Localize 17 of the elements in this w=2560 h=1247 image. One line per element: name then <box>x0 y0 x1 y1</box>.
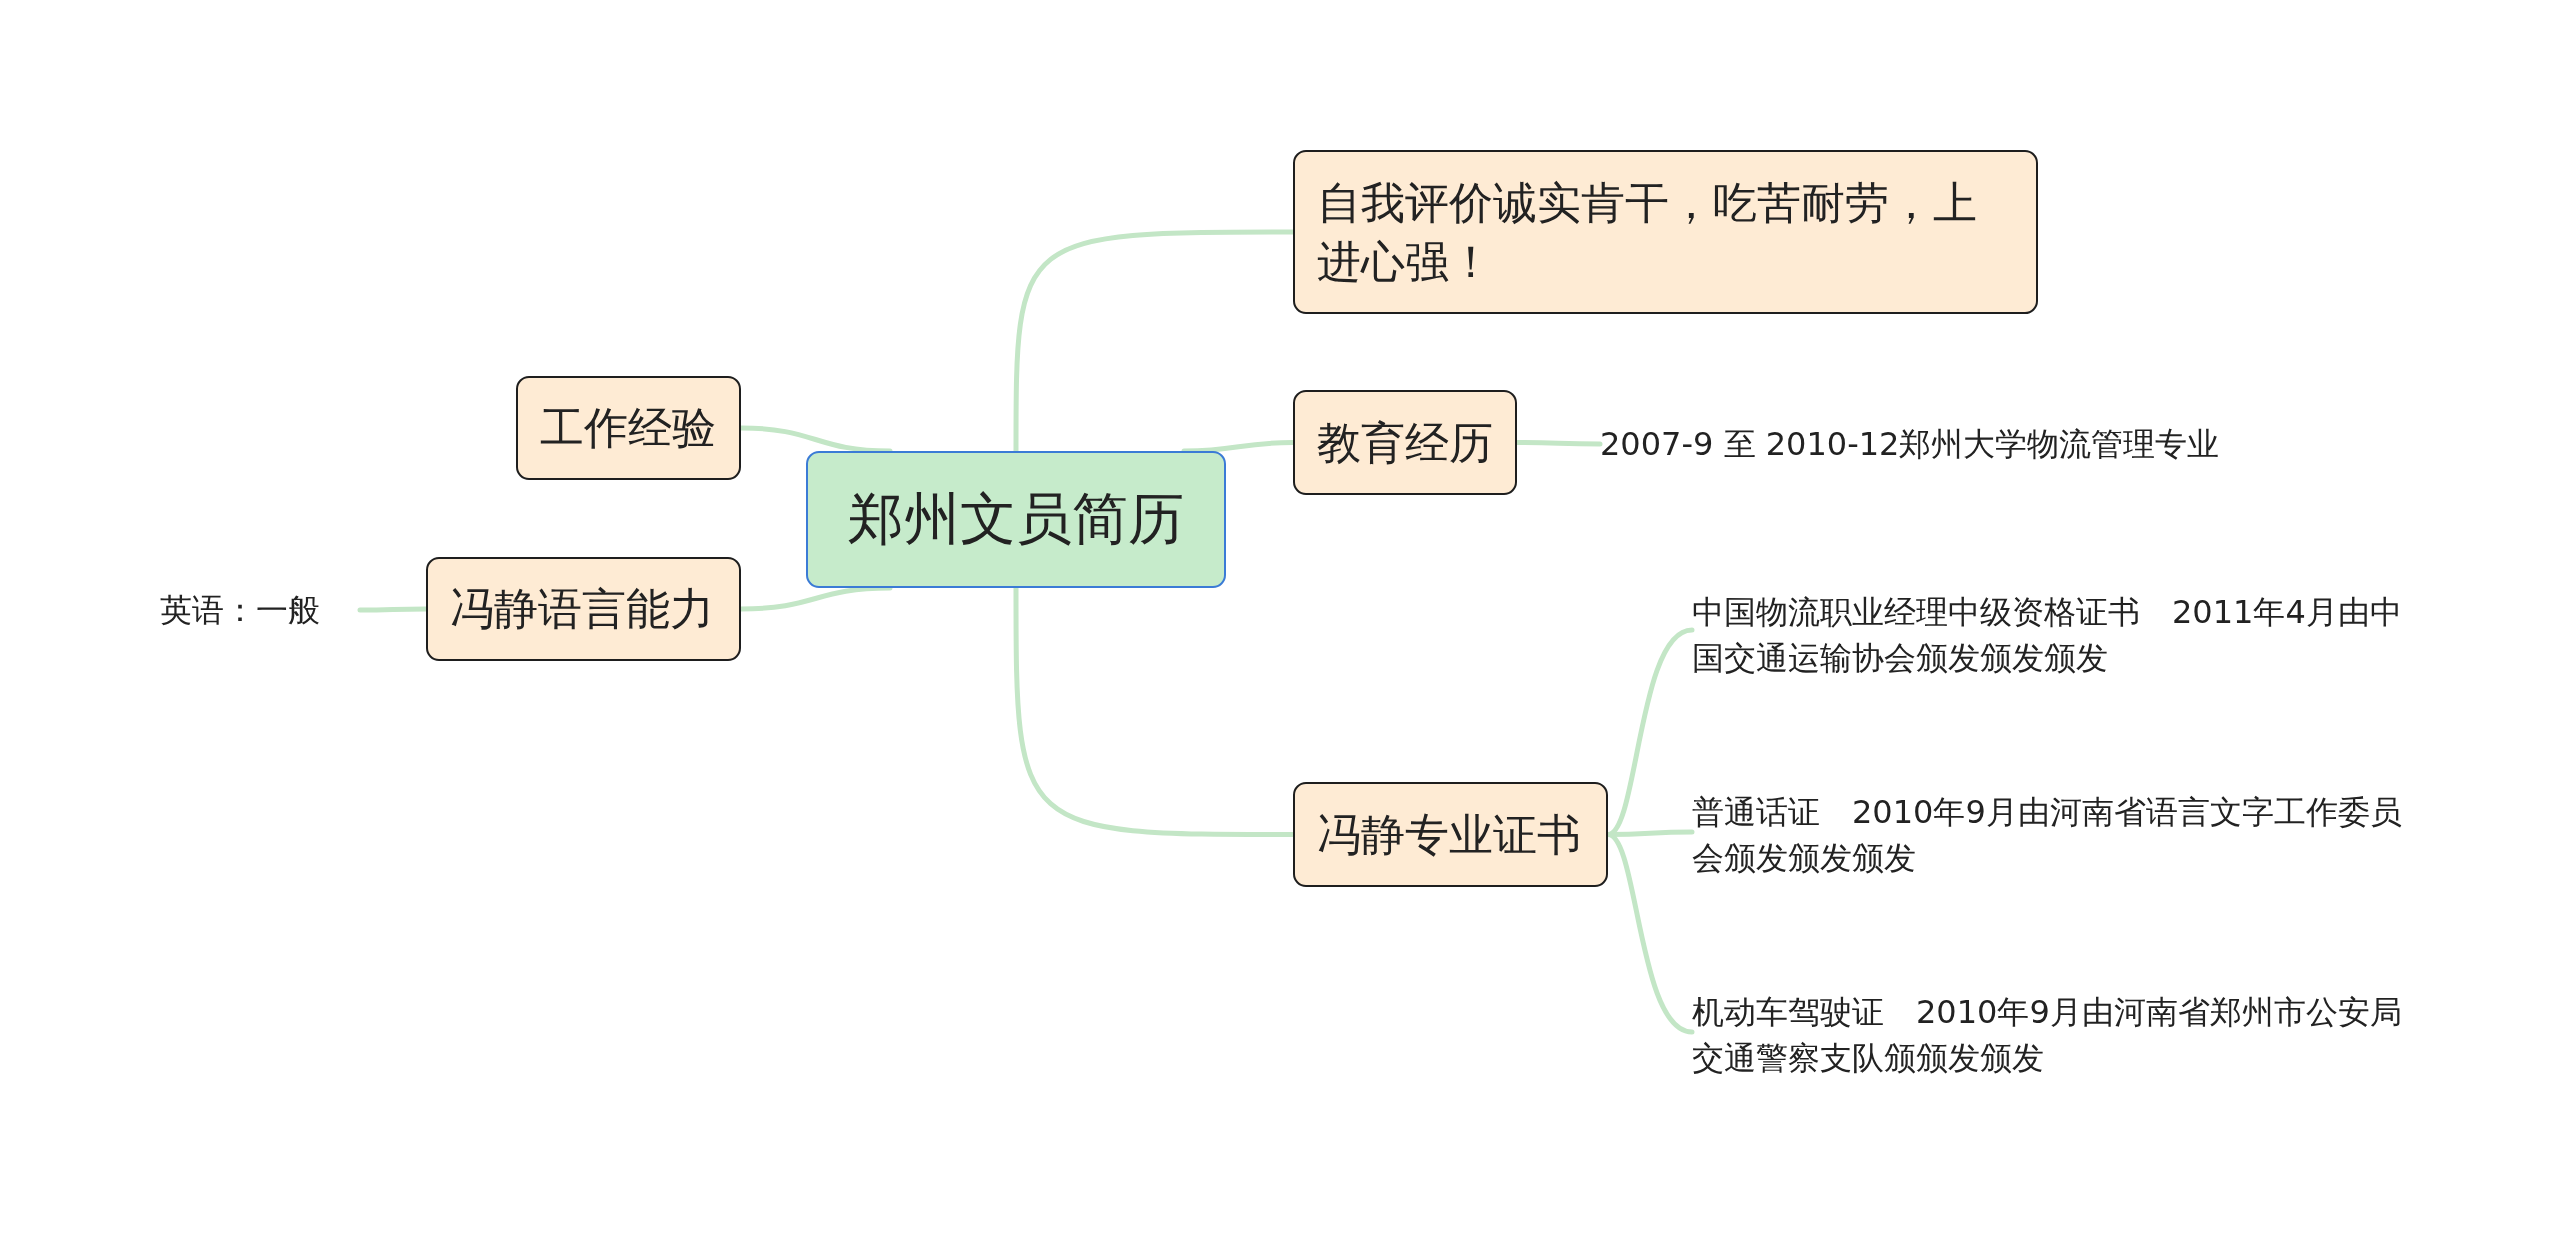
note-text: 普通话证 2010年9月由河南省语言文字工作委员会颁发颁发颁发 <box>1692 791 2403 879</box>
topic-box <box>1293 390 1517 495</box>
central-topic-box <box>806 451 1226 588</box>
topic-label: 冯静语言能力 <box>450 582 714 637</box>
topic-box <box>516 376 741 480</box>
topic-label: 郑州文员简历 <box>848 484 1184 553</box>
note-text: 中国物流职业经理中级资格证书 2011年4月由中国交通运输协会颁发颁发颁发 <box>1692 591 2403 679</box>
note-text: 机动车驾驶证 2010年9月由河南省郑州市公安局交通警察支队颁颁发颁发 <box>1692 991 2403 1079</box>
topic-box <box>1293 782 1608 887</box>
topic-label: 冯静专业证书 <box>1317 807 1581 862</box>
topic-box <box>1293 150 2038 314</box>
topic-label: 自我评价诚实肯干，吃苦耐劳，上进心强！ <box>1317 175 1978 289</box>
topic-box <box>426 557 741 661</box>
note-text: 2007-9 至 2010-12郑州大学物流管理专业 <box>1600 423 2220 465</box>
topic-label: 教育经历 <box>1317 415 1493 470</box>
topic-label: 工作经验 <box>540 401 716 456</box>
note-text: 英语：一般 <box>160 589 320 631</box>
